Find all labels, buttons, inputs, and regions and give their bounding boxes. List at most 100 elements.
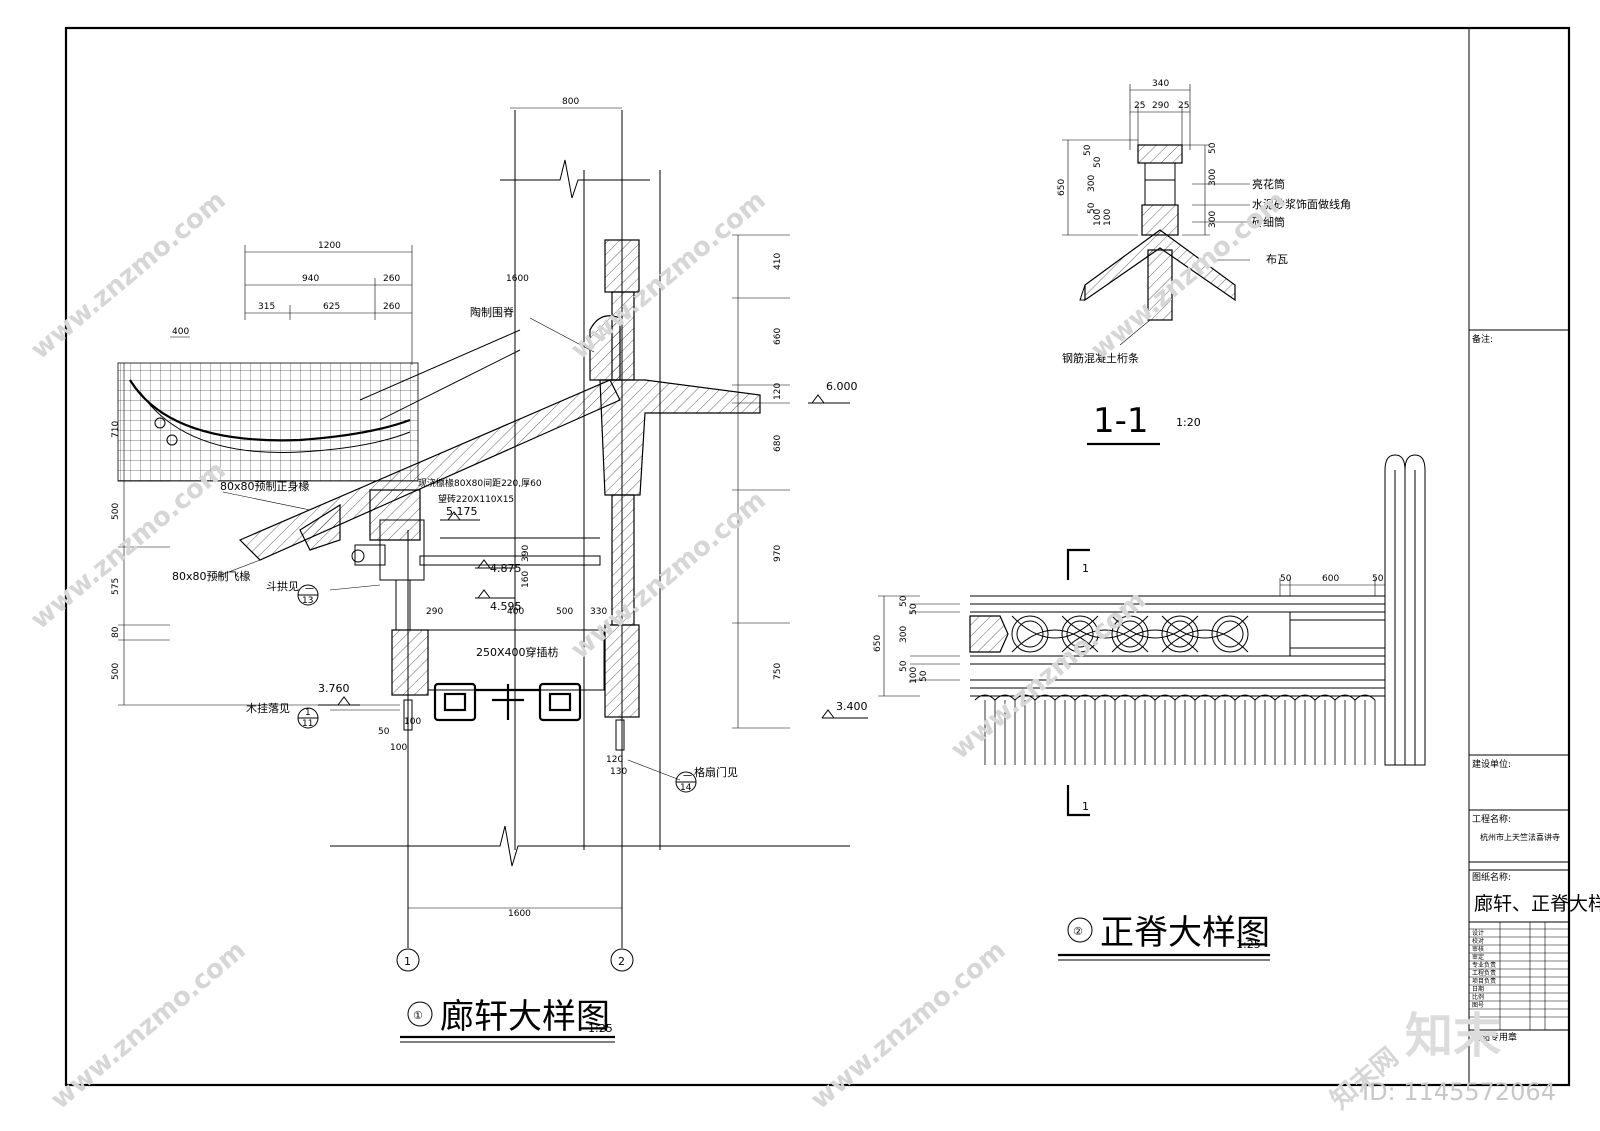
sec-dim-l300: 300 — [1087, 175, 1097, 192]
sec-dim-l50b: 50 — [1093, 156, 1103, 168]
axis-2-bubble — [610, 948, 634, 972]
ref-14-top: 一 — [683, 772, 692, 782]
roof-tile-rows — [984, 700, 1376, 765]
sec-label-mortar: 水泥砂浆饰面做线角 — [1252, 197, 1351, 211]
dim-100: 100 — [390, 743, 407, 753]
section-title: 1-1 — [1093, 401, 1149, 441]
ref-11-top: 1 — [305, 708, 311, 718]
sec-dim-l50c: 50 — [1087, 202, 1097, 214]
watermark-id: ID: 1145572064 — [1362, 1078, 1556, 1106]
label-brick: 望砖220X110X15 — [438, 493, 514, 505]
dim-260b: 260 — [383, 302, 400, 312]
sec-label-tile: 布瓦 — [1266, 253, 1288, 266]
ridge-dim-l100: 100 — [909, 667, 919, 684]
dim-left-500b: 500 — [111, 663, 121, 680]
section-scale: 1:20 — [1176, 416, 1201, 429]
tb-project-name: 杭州市上天竺法喜讲寺 — [1480, 832, 1560, 842]
tb-row-10: 图号 — [1472, 1002, 1484, 1009]
tb-drawing-label: 图纸名称: — [1472, 871, 1511, 883]
ref-13-top: 一 — [305, 585, 314, 595]
roof-tile-grid — [117, 362, 419, 482]
tb-row-1: 设计 — [1472, 929, 1484, 937]
sec-dim-290: 290 — [1152, 101, 1169, 111]
fret-ornament — [433, 682, 582, 722]
axis-1-bubble — [396, 948, 420, 972]
sec-label-brick: 砖细筒 — [1252, 215, 1285, 229]
dim-120: 120 — [606, 755, 623, 765]
watermark-text-1: www.znzmo.com — [25, 185, 231, 365]
ridge-dim-600: 600 — [1322, 574, 1339, 584]
dim-left-80: 80 — [111, 626, 121, 638]
watermark-logo: 知末 — [1405, 1008, 1501, 1064]
elev-3400: 3.400 — [836, 700, 868, 713]
dim-right-330: 330 — [590, 607, 607, 617]
elev-5175: 5.175 — [446, 505, 478, 518]
dim-left-500a: 500 — [111, 503, 121, 520]
ref-13-bottom: 13 — [302, 596, 313, 606]
ridge-dim-l50d: 50 — [919, 670, 929, 682]
dim-left-575: 575 — [111, 578, 121, 595]
sec-label-lantern: 亮花筒 — [1252, 177, 1285, 191]
tb-stamp: 出图专用章 — [1472, 1031, 1517, 1043]
dim-500-inner: 500 — [556, 607, 573, 617]
watermark-layer: www.znzmo.com www.znzmo.com www.znzmo.co… — [25, 185, 1404, 1115]
dim-390: 390 — [521, 545, 531, 562]
drawing-2-number-circle — [1067, 917, 1093, 943]
elev-3760: 3.760 — [318, 682, 350, 695]
label-purlin: 现浇檩椽80X80间距220,厚60 — [418, 477, 542, 489]
title-block — [1469, 329, 1569, 1031]
dim-1600-bottom: 1600 — [508, 909, 531, 919]
sec-dim-340: 340 — [1152, 79, 1169, 89]
dim-940: 940 — [302, 274, 319, 284]
axis-1-label: 1 — [404, 955, 411, 968]
tb-client: 建设单位: — [1472, 758, 1511, 770]
label-rafter-fly: 80x80预制飞椽 — [172, 570, 251, 583]
tb-row-6: 工程负责 — [1472, 969, 1496, 977]
section-mark-bottom: 1 — [1082, 800, 1089, 813]
axis-2-label: 2 — [618, 955, 625, 968]
sec-dim-l100a: 100 — [1093, 209, 1103, 226]
ridge-dim-50b: 50 — [1372, 574, 1384, 584]
sec-dim-r300a: 300 — [1208, 169, 1218, 186]
elev-4595: 4.595 — [490, 600, 522, 613]
sec-label-purlin: 钢筋混凝土桁条 — [1062, 351, 1139, 365]
dim-315: 315 — [258, 302, 275, 312]
watermark-text-7: www.znzmo.com — [45, 935, 251, 1115]
tb-row-3: 审核 — [1472, 945, 1484, 953]
section-1-1-drawing — [1062, 84, 1250, 446]
label-door: 格扇门见 — [694, 765, 738, 779]
main-ridge-detail-drawing — [878, 454, 1426, 961]
dim-right-750: 750 — [773, 663, 783, 680]
dim-right-970: 970 — [773, 545, 783, 562]
dim-1200: 1200 — [318, 241, 341, 251]
ridge-dim-l50a: 50 — [899, 595, 909, 607]
sec-dim-25b: 25 — [1178, 101, 1189, 111]
drawing-1-scale: 1:25 — [588, 1022, 613, 1035]
watermark-text-4: www.znzmo.com — [25, 455, 231, 635]
dim-right-120: 120 — [773, 383, 783, 400]
sec-dim-r300b: 300 — [1208, 211, 1218, 228]
label-hanger: 木挂落见 — [246, 701, 290, 715]
ridge-dim-650: 650 — [873, 635, 883, 652]
tb-row-4: 审定 — [1472, 953, 1484, 961]
outer-frame — [64, 26, 1571, 1087]
sec-dim-l100b: 100 — [1103, 209, 1113, 226]
section-mark-top: 1 — [1082, 562, 1089, 575]
watermark-text-8: www.znzmo.com — [805, 935, 1011, 1115]
drawing-2-number: ② — [1073, 925, 1083, 938]
dim-1600-top: 1600 — [506, 274, 529, 284]
dim-260a: 260 — [383, 274, 400, 284]
tb-row-2: 校对 — [1472, 937, 1484, 945]
tb-row-9: 比例 — [1472, 993, 1484, 1001]
dim-400: 400 — [172, 327, 189, 337]
ridge-dim-l50c: 50 — [899, 660, 909, 672]
tb-row-5: 专业负责 — [1472, 961, 1496, 969]
drawing-2-scale: 1:25 — [1236, 938, 1261, 951]
tb-remarks: 备注: — [1472, 333, 1493, 345]
dim-left-710: 710 — [111, 421, 121, 438]
drawing-1-number: ① — [413, 1009, 423, 1022]
dim-290: 290 — [426, 607, 443, 617]
dim-800: 800 — [562, 97, 579, 107]
elev-6000: 6.000 — [826, 380, 858, 393]
